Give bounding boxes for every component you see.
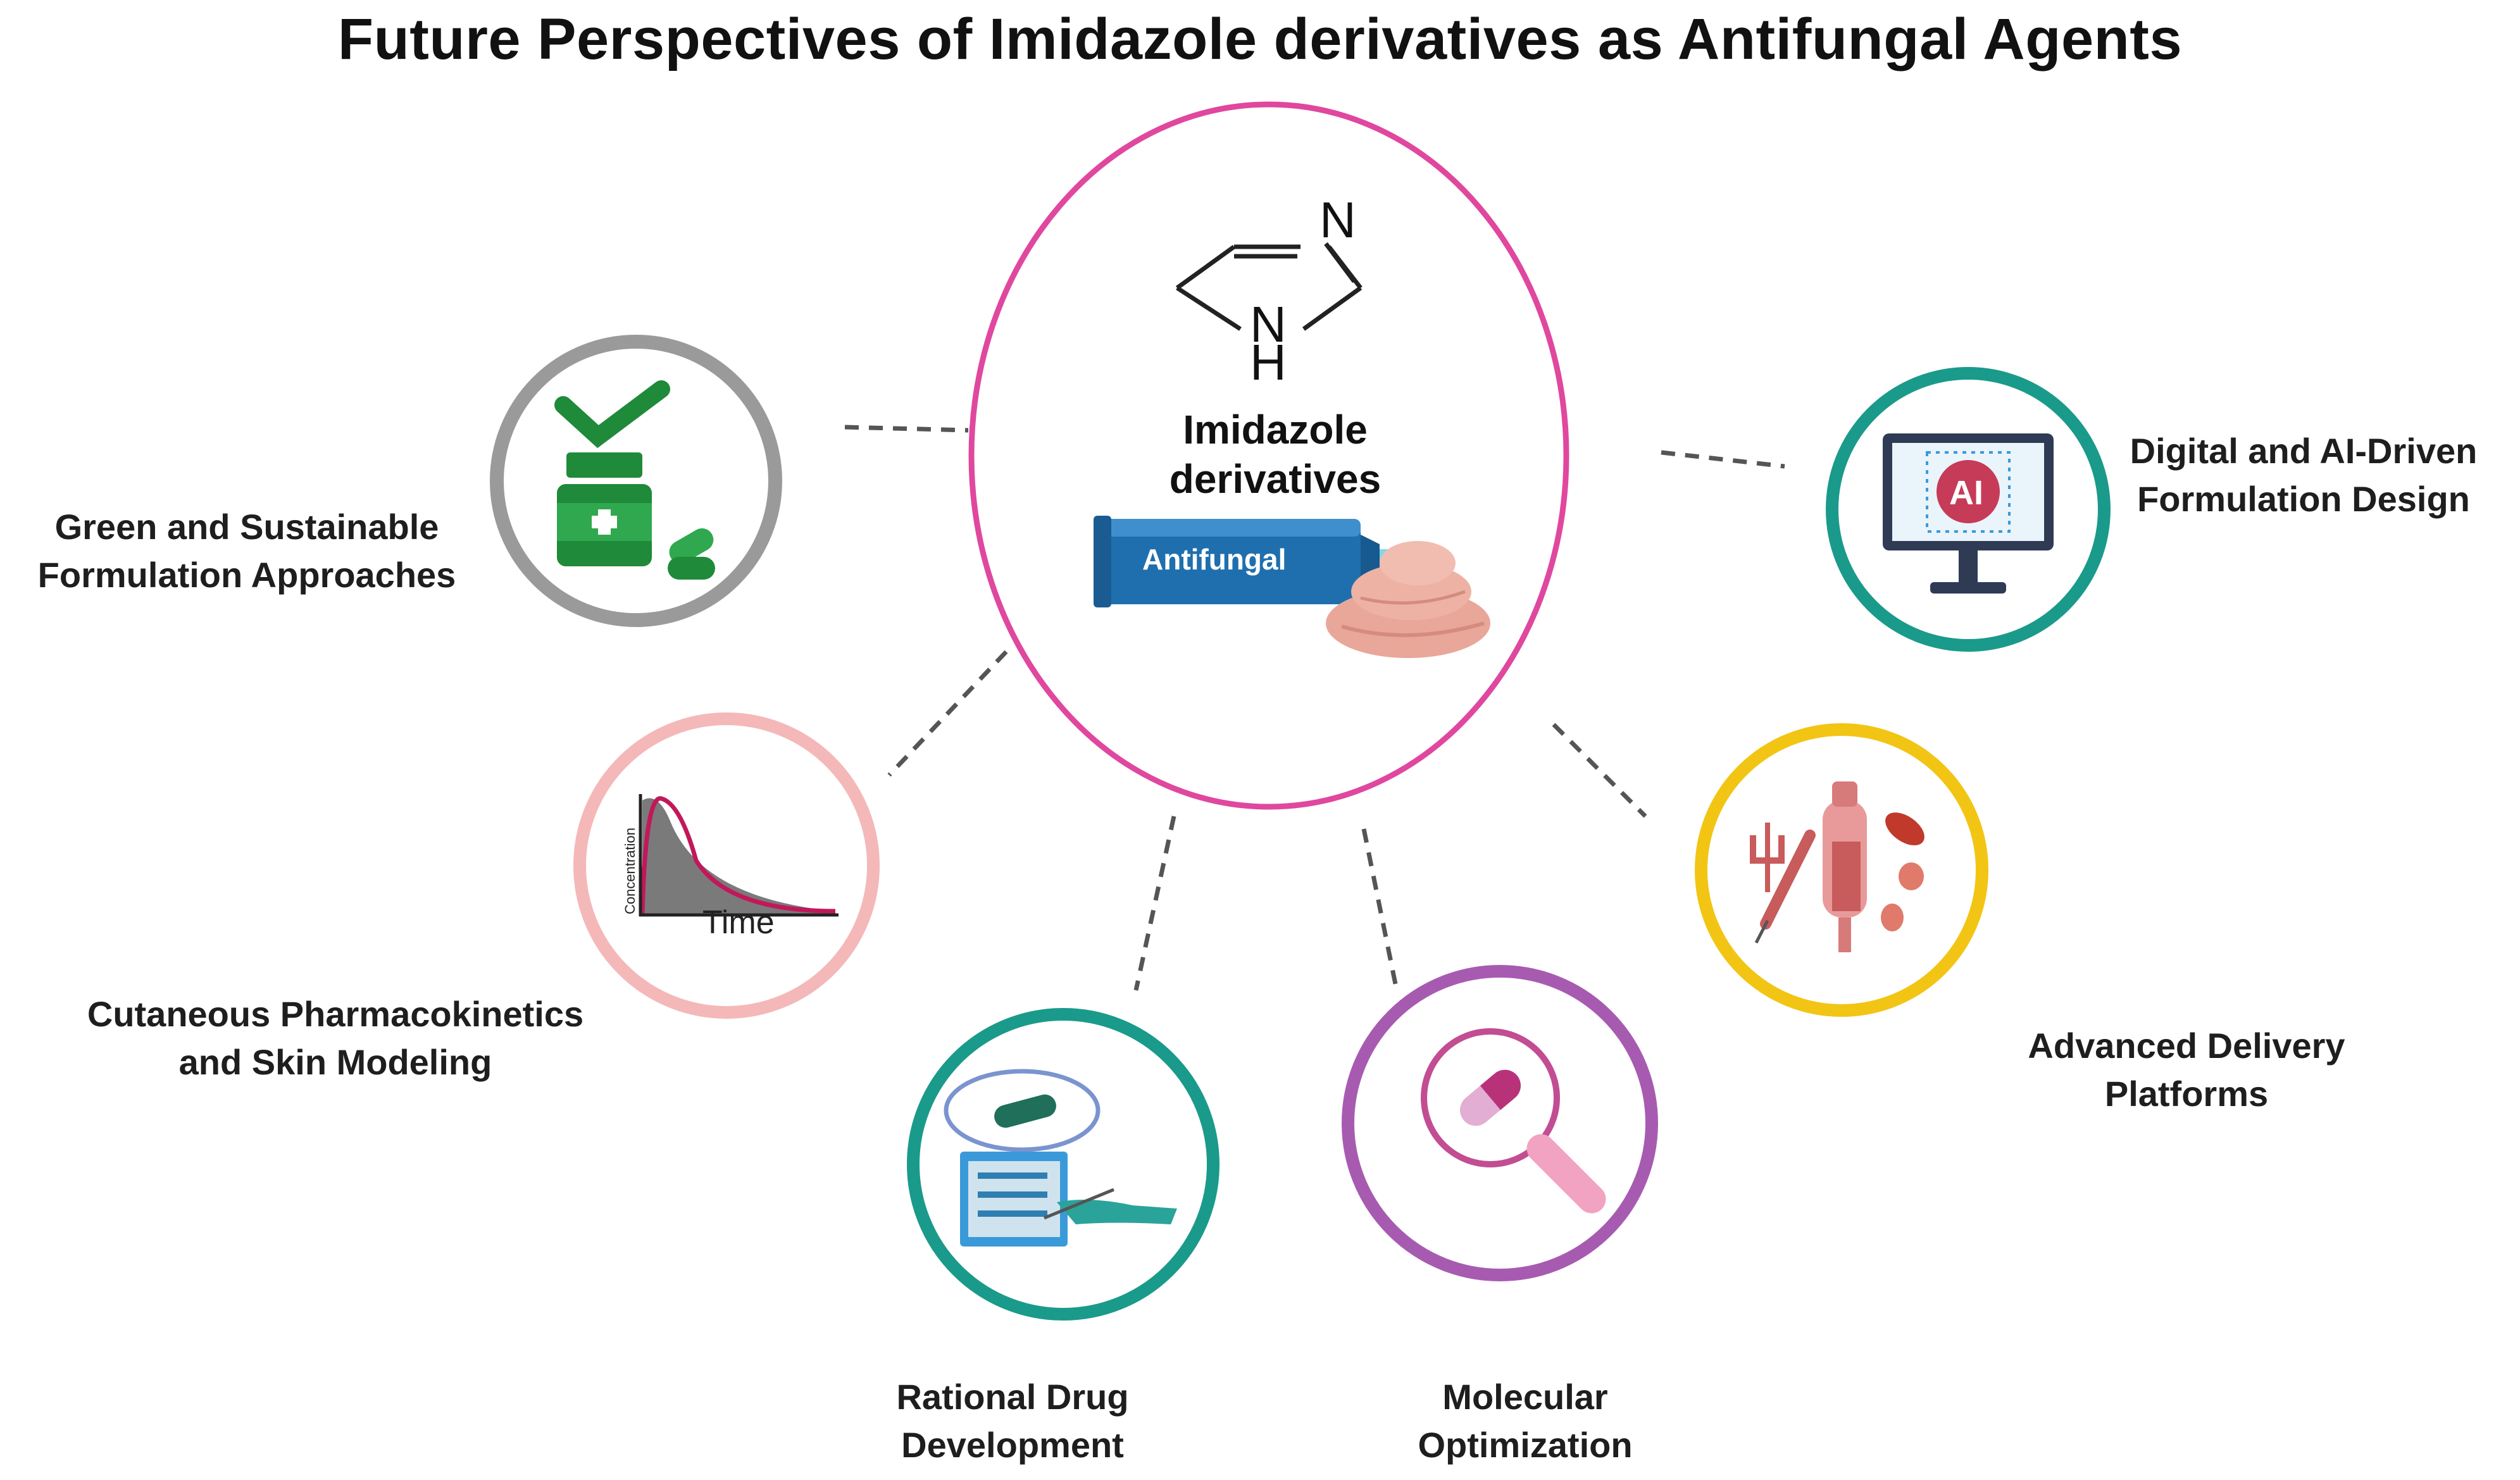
- medicine-bottle-check-icon: [554, 380, 715, 580]
- advanced-label: Advanced Delivery Platforms: [1981, 1022, 2392, 1118]
- connector-digital: [1661, 450, 1785, 469]
- advanced-label-line2: Platforms: [2104, 1074, 2269, 1114]
- atom-n-bottom: N: [1250, 296, 1287, 352]
- imidazole-structure-icon: [1175, 242, 1363, 331]
- antifungal-tube-icon: [1094, 516, 1490, 658]
- green-label-line2: Formulation Approaches: [37, 555, 456, 595]
- cutaneous-label-line2: and Skin Modeling: [178, 1042, 492, 1082]
- green-label: Green and Sustainable Formulation Approa…: [6, 503, 487, 599]
- ai-monitor-icon: [1883, 433, 2054, 594]
- concentration-time-curve-icon: [639, 794, 839, 917]
- rational-label-line1: Rational Drug: [896, 1377, 1129, 1417]
- ai-label: AI: [1949, 474, 1983, 512]
- center-label-line2: derivatives: [1169, 456, 1382, 502]
- connector-rational: [1133, 816, 1176, 991]
- atom-h: H: [1250, 334, 1287, 390]
- cutaneous-node-ring: [573, 712, 880, 1019]
- advanced-label-line1: Advanced Delivery: [2028, 1026, 2345, 1066]
- delivery-devices-icon: [1750, 781, 1924, 952]
- cutaneous-xlabel: Time: [702, 904, 775, 941]
- tube-label: Antifungal: [1142, 543, 1286, 576]
- digital-label: Digital and AI-Driven Formulation Design: [2101, 427, 2506, 523]
- connector-molecular: [1361, 828, 1398, 985]
- green-node-ring: [490, 335, 782, 627]
- diagram-title: Future Perspectives of Imidazole derivat…: [337, 7, 2183, 72]
- connector-advanced: [1552, 723, 1647, 818]
- cutaneous-label-line1: Cutaneous Pharmacokinetics: [87, 994, 584, 1034]
- magnifier-capsule-icon: [1421, 1028, 1606, 1214]
- rational-label: Rational Drug Development: [823, 1373, 1202, 1469]
- cutaneous-ylabel: Concentration: [622, 828, 638, 914]
- green-label-line1: Green and Sustainable: [54, 507, 439, 547]
- rational-label-line2: Development: [901, 1425, 1124, 1465]
- molecular-label-line2: Optimization: [1418, 1425, 1633, 1465]
- checklist-capsule-icon: [944, 1069, 1177, 1247]
- digital-label-line2: Formulation Design: [2137, 479, 2470, 519]
- connector-cutaneous: [887, 650, 1008, 777]
- atom-n-top: N: [1319, 192, 1356, 248]
- cutaneous-label: Cutaneous Pharmacokinetics and Skin Mode…: [38, 990, 633, 1086]
- molecular-label: Molecular Optimization: [1335, 1373, 1715, 1469]
- center-label-line1: Imidazole: [1183, 407, 1368, 452]
- center-label: Imidazole derivatives: [1133, 405, 1418, 504]
- digital-label-line1: Digital and AI-Driven: [2130, 431, 2478, 471]
- molecular-label-line1: Molecular: [1442, 1377, 1608, 1417]
- connector-green: [844, 425, 969, 433]
